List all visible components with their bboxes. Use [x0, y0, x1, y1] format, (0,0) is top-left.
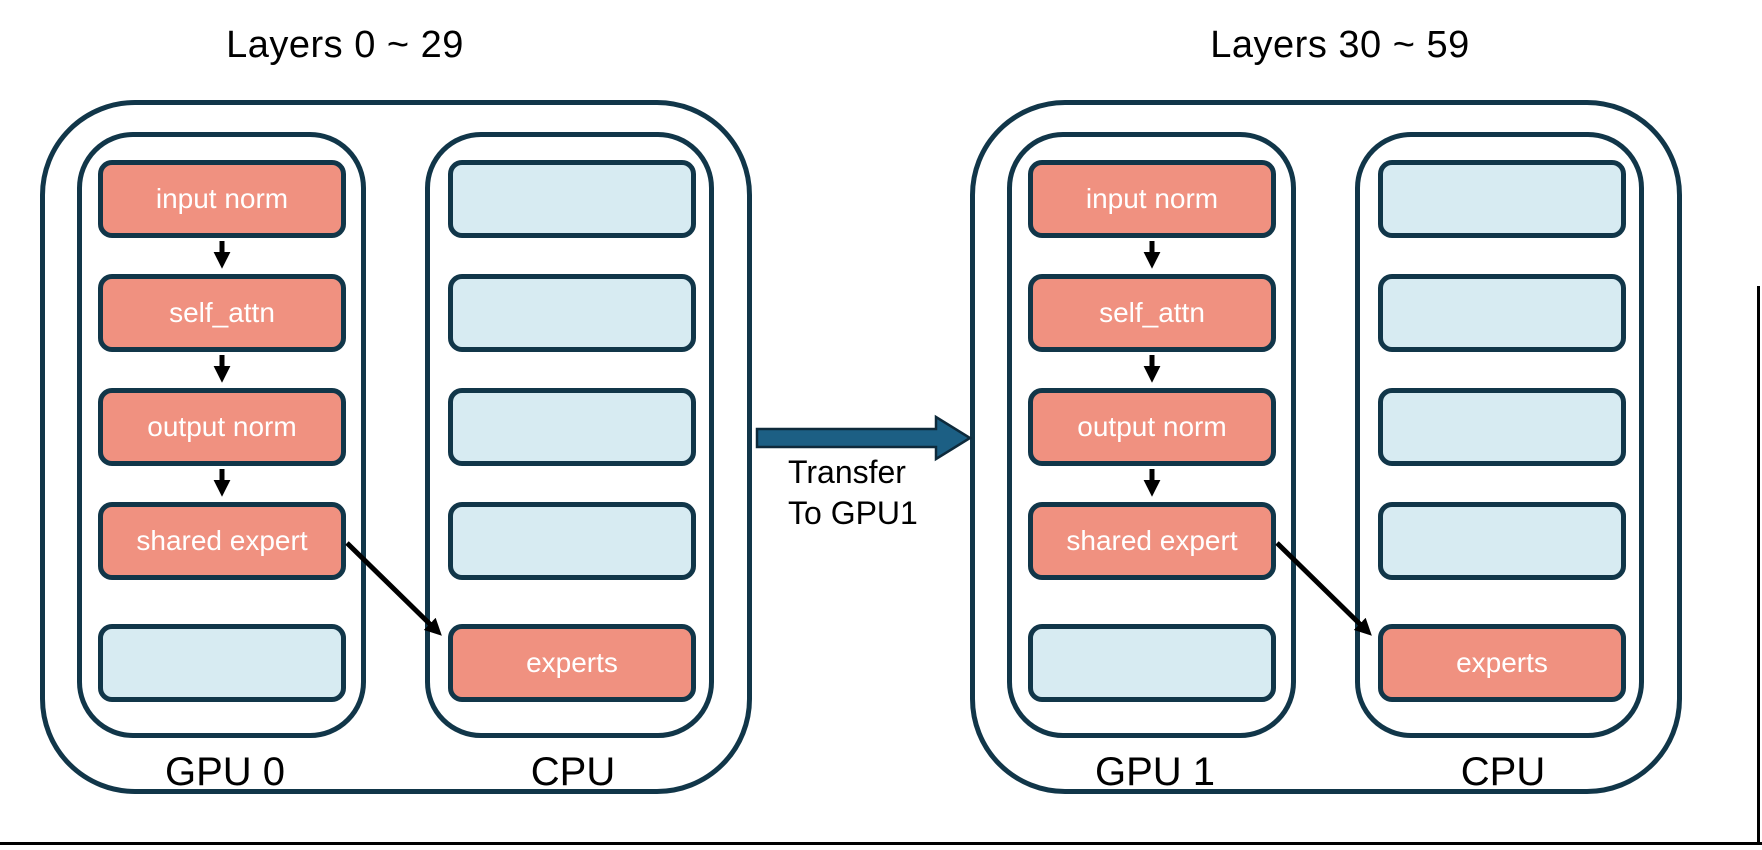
block-label: experts	[1456, 647, 1548, 678]
gpu0-block-input-norm: input norm	[98, 160, 346, 238]
cpu0-slot-2	[448, 274, 696, 352]
gpu1-block-output-norm: output norm	[1028, 388, 1276, 466]
cpu1-slot-1	[1378, 160, 1626, 238]
transfer-label-line2: To GPU1	[788, 495, 918, 531]
cpu1-slot-3	[1378, 388, 1626, 466]
gpu0-block-output-norm: output norm	[98, 388, 346, 466]
cpu1-slot-4	[1378, 502, 1626, 580]
gpu0-block-shared-expert: shared expert	[98, 502, 346, 580]
cpu0-slot-1	[448, 160, 696, 238]
gpu1-block-self-attn: self_attn	[1028, 274, 1276, 352]
gpu1-block-input-norm: input norm	[1028, 160, 1276, 238]
gpu1-block-shared-expert: shared expert	[1028, 502, 1276, 580]
cpu0-block-experts: experts	[448, 624, 696, 702]
gpu0-label: GPU 0	[164, 750, 286, 794]
transfer-label: Transfer To GPU1	[788, 452, 918, 534]
cpu0-slot-3	[448, 388, 696, 466]
gpu1-empty-slot	[1028, 624, 1276, 702]
cpu1-slot-2	[1378, 274, 1626, 352]
block-label: output norm	[1077, 411, 1227, 442]
block-label: output norm	[147, 411, 297, 442]
group1-title: Layers 30 ~ 59	[1210, 24, 1470, 66]
gpu0-empty-slot	[98, 624, 346, 702]
block-label: input norm	[155, 183, 289, 214]
transfer-label-line1: Transfer	[788, 454, 906, 490]
block-label: self_attn	[1099, 297, 1205, 328]
cpu0-slot-4	[448, 502, 696, 580]
cpu1-label: CPU	[1460, 750, 1546, 794]
block-label: experts	[526, 647, 618, 678]
cpu1-block-experts: experts	[1378, 624, 1626, 702]
group0-title: Layers 0 ~ 29	[226, 24, 464, 66]
block-label: self_attn	[169, 297, 275, 328]
block-label: shared expert	[1066, 525, 1238, 556]
block-label: input norm	[1085, 183, 1219, 214]
block-label: shared expert	[136, 525, 308, 556]
bottom-edge-line	[0, 842, 1762, 845]
gpu0-block-self-attn: self_attn	[98, 274, 346, 352]
right-edge-line	[1757, 286, 1760, 845]
cpu0-label: CPU	[530, 750, 616, 794]
gpu1-label: GPU 1	[1094, 750, 1216, 794]
